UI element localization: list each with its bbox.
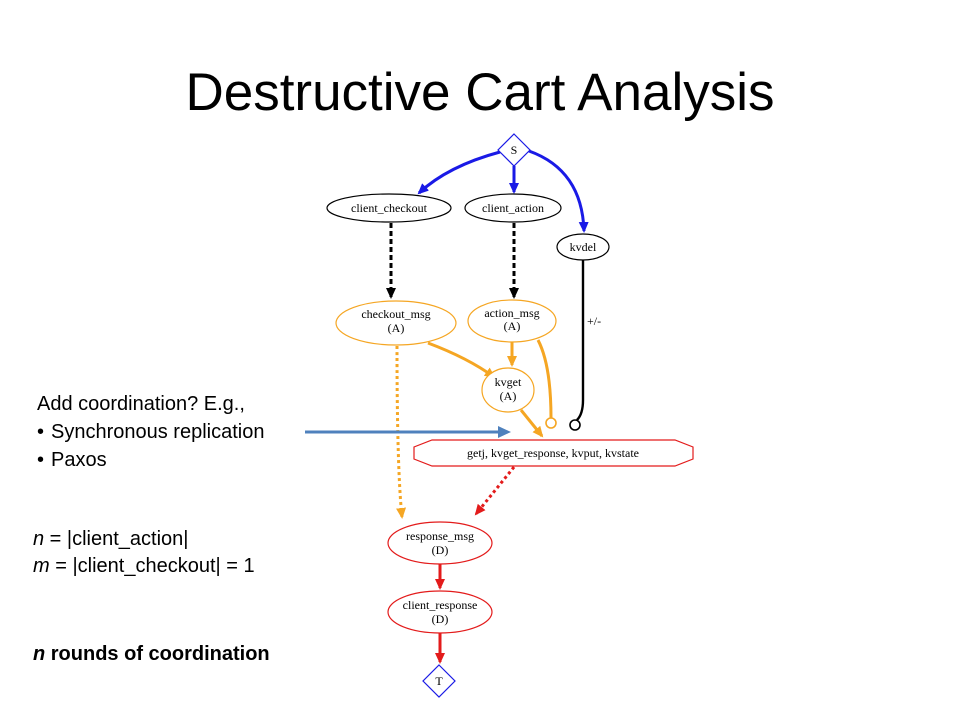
client-checkout-ellipse [326, 193, 452, 223]
n-definition-text: = |client_action| [44, 528, 189, 550]
edge-checkout-msg-to-kvget [427, 341, 496, 379]
node-client-checkout: client_checkout [326, 193, 452, 223]
merge-octagon [413, 439, 694, 467]
bullet-item: Paxos [37, 446, 264, 474]
node-s: S [497, 133, 531, 167]
t-label: T [435, 674, 443, 688]
node-t: T [422, 664, 456, 698]
client-checkout-label: client_checkout [351, 201, 428, 215]
edge-s-to-kvdel [528, 149, 589, 233]
client-action-label: client_action [482, 201, 544, 215]
kvget-ellipse [481, 367, 535, 413]
conclusion-text: rounds of coordination [45, 643, 270, 665]
n-symbol: n [33, 643, 46, 665]
edge-end-circle [545, 417, 557, 429]
coordination-note: Add coordination? E.g., Synchronous repl… [37, 390, 264, 474]
coordination-options: Synchronous replication Paxos [37, 418, 264, 474]
m-definition-text: = |client_checkout| = 1 [49, 555, 255, 577]
m-symbol: m [33, 555, 50, 577]
response-msg-label: response_msg [406, 529, 474, 543]
edge-merge-to-response-msg [474, 466, 516, 516]
checkout-msg-label: checkout_msg [361, 307, 430, 321]
response-msg-tag: (D) [432, 543, 449, 557]
m-definition: m = |client_checkout| = 1 [33, 553, 255, 580]
client-response-ellipse [387, 590, 493, 634]
kvdel-ellipse [556, 233, 610, 261]
conclusion-line: n rounds of coordination [33, 640, 270, 668]
slide-title: Destructive Cart Analysis [185, 63, 775, 122]
merge-label: getj, kvget_response, kvput, kvstate [467, 446, 639, 460]
bullet-item: Synchronous replication [37, 418, 264, 446]
action-msg-ellipse [467, 299, 557, 343]
node-checkout-msg: checkout_msg (A) [335, 300, 457, 346]
node-kvdel: kvdel [556, 233, 610, 261]
kvget-tag: (A) [500, 389, 517, 403]
t-diamond [422, 664, 456, 698]
coordination-conclusion: n rounds of coordination [33, 640, 270, 668]
node-kvget: kvget (A) [481, 367, 535, 413]
client-response-label: client_response [403, 598, 478, 612]
node-client-response: client_response (D) [387, 590, 493, 634]
kvdel-label: kvdel [570, 240, 597, 254]
edge-s-to-client-checkout [417, 150, 501, 195]
edges: +/- [305, 149, 601, 664]
node-action-msg: action_msg (A) [467, 299, 557, 343]
coordination-question: Add coordination? E.g., [37, 393, 245, 415]
checkout-msg-ellipse [335, 300, 457, 346]
client-action-ellipse [464, 193, 562, 223]
edge-action-msg-to-merge [536, 339, 553, 419]
edge-checkout-msg-to-response-msg [395, 345, 407, 519]
client-response-tag: (D) [432, 612, 449, 626]
cardinality-definitions: n = |client_action| m = |client_checkout… [33, 526, 255, 580]
node-merge: getj, kvget_response, kvput, kvstate [413, 439, 694, 467]
node-client-action: client_action [464, 193, 562, 223]
response-msg-ellipse [387, 521, 493, 565]
edge-kvget-to-merge [519, 409, 544, 438]
action-msg-tag: (A) [504, 319, 521, 333]
n-definition: n = |client_action| [33, 526, 255, 553]
edge-kvdel-to-merge [576, 260, 585, 421]
edge-end-circle [569, 419, 581, 431]
edge-label-kvdel: +/- [587, 314, 601, 328]
action-msg-label: action_msg [484, 306, 539, 320]
s-label: S [511, 143, 518, 157]
node-response-msg: response_msg (D) [387, 521, 493, 565]
checkout-msg-tag: (A) [388, 321, 405, 335]
s-diamond [497, 133, 531, 167]
n-symbol: n [33, 528, 45, 550]
kvget-label: kvget [495, 375, 522, 389]
